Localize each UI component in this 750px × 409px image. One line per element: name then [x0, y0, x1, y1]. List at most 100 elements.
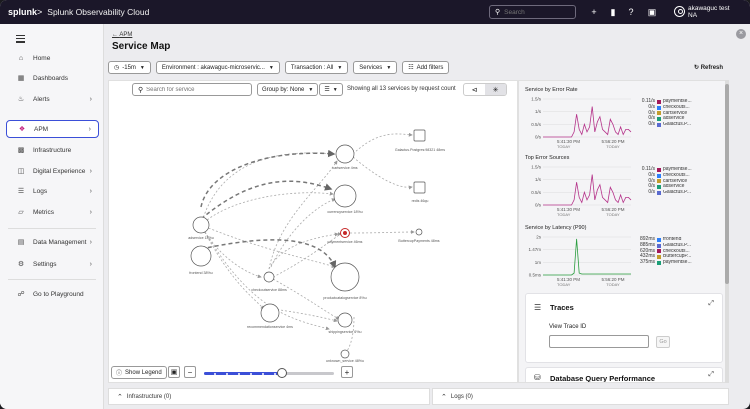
- trace-id-input[interactable]: [549, 335, 649, 348]
- expand-icon[interactable]: ⤢: [708, 300, 714, 307]
- node-shippingservice[interactable]: [337, 312, 353, 328]
- chevron-down-icon: ▼: [386, 64, 392, 71]
- go-button[interactable]: Go: [656, 336, 670, 348]
- zoom-slider[interactable]: [204, 368, 334, 378]
- refresh-button[interactable]: ↻ Refresh: [694, 64, 723, 71]
- sidebar-item-alerts[interactable]: ♨ Alerts ›: [6, 90, 99, 108]
- group-by-value: Group by: None: [262, 86, 305, 93]
- details-scrollbar-thumb[interactable]: [725, 84, 729, 284]
- node-redis[interactable]: [413, 181, 426, 194]
- legend-swatch: [657, 243, 661, 248]
- sidebar-item-metrics[interactable]: ▱ Metrics ›: [6, 203, 99, 221]
- transaction-filter[interactable]: Transaction : All▼: [284, 61, 349, 74]
- node-adservice[interactable]: [192, 216, 210, 234]
- user-info[interactable]: akawaguc test NA: [688, 5, 730, 19]
- sidebar-item-logs[interactable]: ☰ Logs ›: [6, 182, 99, 200]
- expand-icon[interactable]: ⤢: [708, 371, 714, 378]
- sidebar-item-label: Infrastructure: [33, 146, 72, 154]
- time-range-picker[interactable]: ◷-15m▼: [108, 61, 151, 74]
- zoom-in-button[interactable]: +: [341, 366, 353, 378]
- breadcrumb-apm[interactable]: APM: [119, 32, 133, 38]
- node-productcatalogservice[interactable]: [330, 262, 360, 292]
- details-scrollbar[interactable]: [725, 80, 729, 383]
- services-filter[interactable]: Services▼: [353, 61, 398, 74]
- node-label: frontend 38%u: [189, 271, 212, 275]
- service-search[interactable]: ⚲: [132, 83, 252, 96]
- group-by-dropdown[interactable]: Group by: None▼: [257, 83, 319, 96]
- node-recommendationservice[interactable]: [260, 303, 280, 323]
- global-search-input[interactable]: [504, 8, 565, 16]
- map-main-edges: [200, 149, 337, 269]
- logs-tab-label: Logs (0): [450, 393, 473, 400]
- user-avatar-icon[interactable]: [674, 6, 685, 17]
- legend-name: Galactus.P...: [663, 242, 691, 248]
- sidebar-item-playground[interactable]: ☍ Go to Playground: [6, 285, 99, 303]
- sidebar-item-infrastructure[interactable]: ▩ Infrastructure: [6, 141, 99, 159]
- sidebar-item-home[interactable]: ⌂ Home: [6, 49, 99, 67]
- node-currencyservice[interactable]: [333, 184, 357, 208]
- breadcrumb[interactable]: ← APM: [112, 32, 133, 38]
- digital-experience-icon: ◫: [17, 168, 25, 175]
- database-query-card: ⛁ Database Query Performance ⤢: [525, 367, 723, 382]
- service-map-graph[interactable]: adservice 18%u frontend 38%u cartservice…: [109, 99, 519, 364]
- infrastructure-tab[interactable]: ⌃ Infrastructure (0): [108, 388, 430, 405]
- node-buttercup-payments[interactable]: [415, 228, 423, 236]
- search-icon: ⚲: [495, 9, 501, 16]
- legend-value: 0/s: [648, 115, 655, 122]
- add-filters-button[interactable]: ☷Add filters: [402, 61, 450, 74]
- share-view-button[interactable]: ⊲: [464, 84, 485, 95]
- bookmark-icon[interactable]: ▮: [610, 7, 616, 17]
- close-icon[interactable]: ×: [736, 29, 746, 39]
- service-search-input[interactable]: [146, 86, 247, 93]
- gift-icon[interactable]: ▣: [647, 7, 657, 17]
- help-icon[interactable]: ?: [628, 7, 634, 17]
- services-value: Services: [359, 64, 383, 71]
- sidebar-item-settings[interactable]: ⚙ Settings ›: [6, 255, 99, 273]
- traces-card: ☰ Traces ⤢ View Trace ID Go: [525, 293, 723, 363]
- node-label: currencyservice 18%u: [327, 210, 362, 214]
- chart-x-tick-day: TODAY: [606, 212, 620, 217]
- sidebar-item-dashboards[interactable]: ▦ Dashboards: [6, 69, 99, 87]
- sort-dropdown[interactable]: ☰▼: [319, 83, 343, 96]
- node-frontend[interactable]: [190, 245, 212, 267]
- node-unknown-service[interactable]: [340, 349, 350, 359]
- node-galactus-postgres[interactable]: [413, 129, 426, 142]
- hamburger-menu-icon[interactable]: [16, 35, 25, 45]
- global-search[interactable]: ⚲: [489, 5, 576, 19]
- sidebar-item-apm[interactable]: ❖ APM ›: [6, 120, 99, 138]
- legend-value: 0/s: [648, 177, 655, 184]
- node-cartservice[interactable]: [335, 144, 355, 164]
- brand[interactable]: splunk> Splunk Observability Cloud: [8, 7, 149, 17]
- chevron-up-icon: ⌃: [117, 393, 123, 401]
- node-checkoutservice[interactable]: [263, 271, 275, 283]
- zoom-out-button[interactable]: −: [184, 366, 196, 378]
- logs-tab[interactable]: ⌃ Logs (0): [432, 388, 729, 405]
- environment-filter[interactable]: Environment : akawaguc-microservic...▼: [155, 61, 280, 74]
- fit-view-button[interactable]: ▣: [168, 366, 180, 378]
- zoom-slider-thumb[interactable]: [277, 368, 287, 378]
- sidebar-item-data-management[interactable]: ▤ Data Management ›: [6, 233, 99, 251]
- sidebar-item-digital-experience[interactable]: ◫ Digital Experience ›: [6, 162, 99, 180]
- plus-icon[interactable]: +: [591, 7, 597, 17]
- graph-view-button[interactable]: ✳: [485, 84, 506, 95]
